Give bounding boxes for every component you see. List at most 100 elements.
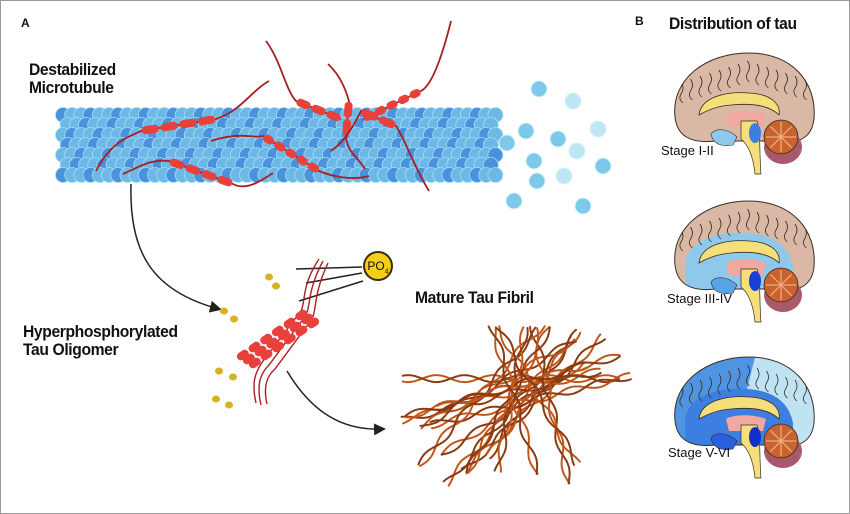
cerebellum-folia — [769, 125, 782, 138]
brain-stage-2 — [674, 200, 815, 323]
gyrus — [736, 63, 741, 86]
tau-bead — [295, 325, 308, 337]
gyrus — [688, 382, 693, 405]
tau-bead — [361, 108, 379, 121]
fibril-strand — [465, 326, 551, 475]
phosphate-link — [295, 266, 363, 270]
gyrus — [688, 78, 693, 101]
fibril-strand — [535, 327, 571, 485]
entorhinal-region — [749, 427, 761, 447]
cortex-outline — [674, 356, 815, 447]
temporal-lobe — [710, 433, 738, 450]
cerebellum-folia — [769, 429, 782, 442]
phosphate-link — [305, 272, 363, 284]
temporal-lobe — [710, 129, 738, 146]
gyrus — [726, 370, 731, 393]
gyrus — [783, 220, 788, 243]
fibril-strand — [495, 327, 575, 466]
cortex-outline — [674, 200, 815, 291]
process-arrows — [130, 183, 386, 436]
gyrus — [764, 370, 769, 393]
tau-bead — [179, 118, 197, 129]
gyrus — [745, 208, 750, 231]
phosphate-group — [215, 367, 223, 375]
free-tubulin — [574, 197, 592, 215]
gyrus — [774, 217, 779, 240]
free-tubulin — [549, 130, 567, 148]
phosphate-group — [230, 315, 238, 323]
cerebellum-folia — [780, 440, 793, 453]
free-tubulin — [528, 172, 546, 190]
cerebellum-folia — [780, 125, 793, 138]
tau-bead — [263, 134, 275, 145]
tau-strand — [330, 109, 430, 192]
phosphate-group — [220, 307, 228, 315]
brain-stage-1 — [674, 52, 815, 175]
fibril-strand — [487, 325, 539, 476]
gyrus — [679, 81, 684, 104]
brain-stage-3 — [674, 356, 815, 479]
tau-bead — [296, 98, 311, 110]
tau-bead — [285, 148, 297, 159]
phosphate-group — [225, 401, 233, 409]
gyrus — [764, 214, 769, 237]
microtubule-label: Destabilized Microtubule — [29, 60, 116, 98]
gyrus — [783, 72, 788, 95]
gyrus — [698, 75, 703, 98]
cerebellum-folia — [780, 429, 793, 442]
tau-bead — [307, 317, 320, 329]
gyrus — [688, 226, 693, 249]
free-tubulin — [505, 192, 523, 210]
gyrus — [698, 379, 703, 402]
gyrus — [717, 373, 722, 396]
fibril-strand — [498, 325, 581, 463]
gyrus — [745, 60, 750, 83]
corpus-callosum — [698, 92, 780, 116]
tau-fibril-tangle — [400, 325, 632, 487]
tau-bead — [296, 155, 308, 166]
tau-bead — [169, 158, 185, 170]
microtubule-label-line1: Destabilized — [29, 60, 116, 79]
panel-b-title: Distribution of tau — [669, 14, 797, 33]
fibril-strand — [429, 378, 632, 423]
gyrus — [736, 211, 741, 234]
phosphate-group — [265, 273, 273, 281]
entorhinal-region — [749, 123, 761, 143]
tau-bead — [141, 124, 160, 135]
tau-strand — [95, 80, 270, 172]
gyrus — [793, 223, 798, 246]
oligomer-label-line1: Hyperphosphorylated — [23, 322, 178, 341]
gyrus — [774, 373, 779, 396]
cerebellum-folia — [769, 284, 782, 297]
gyrus — [726, 214, 731, 237]
oligomer-label: Hyperphosphorylated Tau Oligomer — [23, 322, 178, 360]
tau-strand — [327, 63, 366, 170]
gyrus — [707, 220, 712, 243]
tau-bead — [378, 116, 396, 129]
cerebellum-folia — [769, 273, 782, 286]
oligomer-label-line2: Tau Oligomer — [23, 340, 119, 360]
temporal-lobe — [710, 277, 738, 294]
fibril-strand — [493, 327, 529, 472]
arrow-to-oligomer — [130, 183, 222, 313]
tau-bead — [260, 349, 273, 361]
free-tubulin — [568, 142, 586, 160]
fibril-strand — [419, 340, 577, 427]
tubulin-subunit — [487, 167, 504, 183]
free-tubulin — [517, 122, 535, 140]
gyrus — [698, 223, 703, 246]
tau-oligomer — [212, 258, 329, 409]
gyrus — [707, 72, 712, 95]
gyrus — [793, 379, 798, 402]
panel-b-label: B — [635, 14, 644, 28]
gyrus — [755, 63, 760, 86]
gyrus — [745, 364, 750, 387]
fibril-strand — [494, 326, 539, 475]
gyrus — [783, 376, 788, 399]
stage-label: Stage I-II — [661, 143, 714, 158]
phosphate-group — [272, 282, 280, 290]
arrow-to-fibril — [286, 370, 386, 436]
cerebellum-folia — [780, 273, 793, 286]
free-tubulin — [530, 80, 548, 98]
